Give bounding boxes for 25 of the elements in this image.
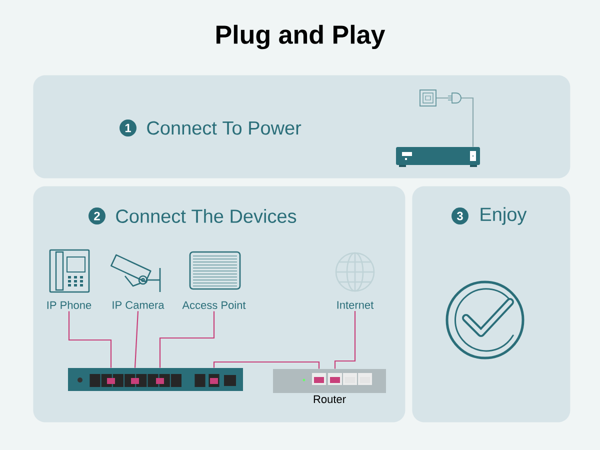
power-device-drawing: [396, 147, 480, 167]
power-outlet-icon: [420, 90, 436, 106]
cable: [134, 311, 139, 368]
cable: [213, 361, 320, 369]
number-badge: 1: [120, 120, 136, 136]
device-label: Internet: [337, 301, 374, 309]
panel: [412, 186, 570, 422]
heading: Connect To Power: [147, 121, 302, 135]
cable: [159, 311, 215, 368]
router-drawing: Router: [273, 369, 386, 404]
node-label: Router: [314, 395, 346, 404]
switch-drawing: [68, 368, 243, 391]
cable: [68, 311, 112, 368]
cable: [334, 311, 356, 369]
power-cord: [436, 97, 474, 147]
number-badge: 2: [88, 208, 106, 224]
heading: Connect The Devices: [116, 209, 296, 223]
panel: [33, 75, 570, 178]
title: Plug and Play: [216, 24, 386, 50]
heading: Enjoy: [480, 207, 527, 225]
device-label: IP Camera: [112, 301, 164, 309]
number-badge: 3: [452, 208, 468, 224]
panel: [33, 186, 406, 422]
device-label: IP Phone: [47, 300, 92, 310]
device-label: Access Point: [182, 300, 246, 310]
